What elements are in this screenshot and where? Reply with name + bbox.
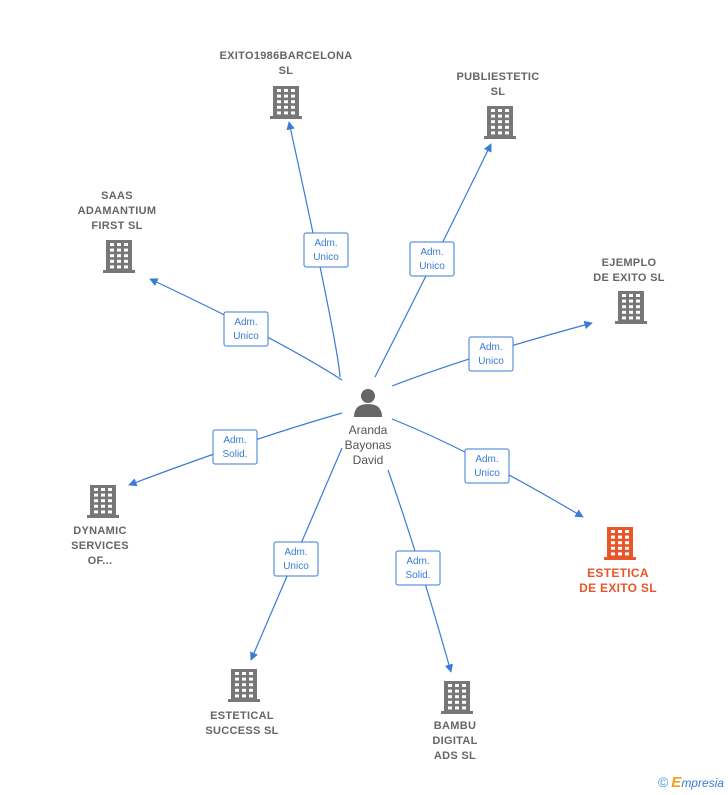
relation-text: Unico <box>233 331 259 342</box>
company-label-ejemplo[interactable]: EJEMPLO DE EXITO SL <box>593 257 665 284</box>
relation-label-publiestetic[interactable]: Adm. Unico <box>409 241 455 277</box>
relation-label-saas[interactable]: Adm. Unico <box>223 311 269 347</box>
edge-exito1986 <box>286 121 341 378</box>
copyright-icon: © <box>657 774 669 790</box>
building-icon[interactable] <box>615 291 647 324</box>
relation-text: Solid. <box>222 449 247 460</box>
company-label-exito1986[interactable]: EXITO1986BARCELONA SL <box>219 50 353 77</box>
building-icon[interactable] <box>441 681 473 714</box>
relation-label-bambu[interactable]: Adm. Solid. <box>395 550 441 586</box>
building-icon[interactable] <box>228 669 260 702</box>
relation-text: Solid. <box>405 570 430 581</box>
brand-name: mpresia <box>681 776 724 790</box>
building-icon[interactable] <box>604 527 636 560</box>
building-icon[interactable] <box>484 106 516 139</box>
relation-label-estetical[interactable]: Adm. Unico <box>273 541 319 577</box>
company-label-publiestetic[interactable]: PUBLIESTETIC SL <box>456 71 540 98</box>
company-label-estetica-exito[interactable]: ESTETICA DE EXITO SL <box>579 566 657 595</box>
relation-text: Adm. <box>475 454 498 465</box>
relation-text: Adm. <box>234 317 257 328</box>
relation-text: Unico <box>474 468 500 479</box>
brand-initial: E <box>671 774 682 791</box>
building-icon[interactable] <box>87 485 119 518</box>
company-label-estetical[interactable]: ESTETICAL SUCCESS SL <box>205 710 279 737</box>
relation-label-exito1986[interactable]: Adm. Unico <box>303 232 349 268</box>
center-person-label[interactable]: Aranda Bayonas David <box>344 423 392 467</box>
person-icon[interactable] <box>354 389 382 417</box>
relation-text: Adm. <box>406 556 429 567</box>
relation-text: Unico <box>283 561 309 572</box>
company-label-bambu[interactable]: BAMBU DIGITAL ADS SL <box>432 720 478 762</box>
relation-text: Unico <box>313 252 339 263</box>
relation-text: Adm. <box>420 247 443 258</box>
building-icon[interactable] <box>103 240 135 273</box>
company-label-dynamic[interactable]: DYNAMIC SERVICES OF... <box>71 525 129 567</box>
relation-text: Unico <box>478 356 504 367</box>
company-label-saas[interactable]: SAAS ADAMANTIUM FIRST SL <box>77 190 157 232</box>
relation-text: Unico <box>419 261 445 272</box>
relation-text: Adm. <box>223 435 246 446</box>
relation-label-ejemplo[interactable]: Adm. Unico <box>468 336 514 372</box>
relation-label-dynamic[interactable]: Adm. Solid. <box>212 429 258 465</box>
relation-label-estetica-exito[interactable]: Adm. Unico <box>464 448 510 484</box>
relation-text: Adm. <box>284 547 307 558</box>
relation-text: Adm. <box>479 342 502 353</box>
empresia-brand[interactable]: ©Empresia <box>658 774 724 791</box>
building-icon[interactable] <box>270 86 302 119</box>
relation-text: Adm. <box>314 238 337 249</box>
